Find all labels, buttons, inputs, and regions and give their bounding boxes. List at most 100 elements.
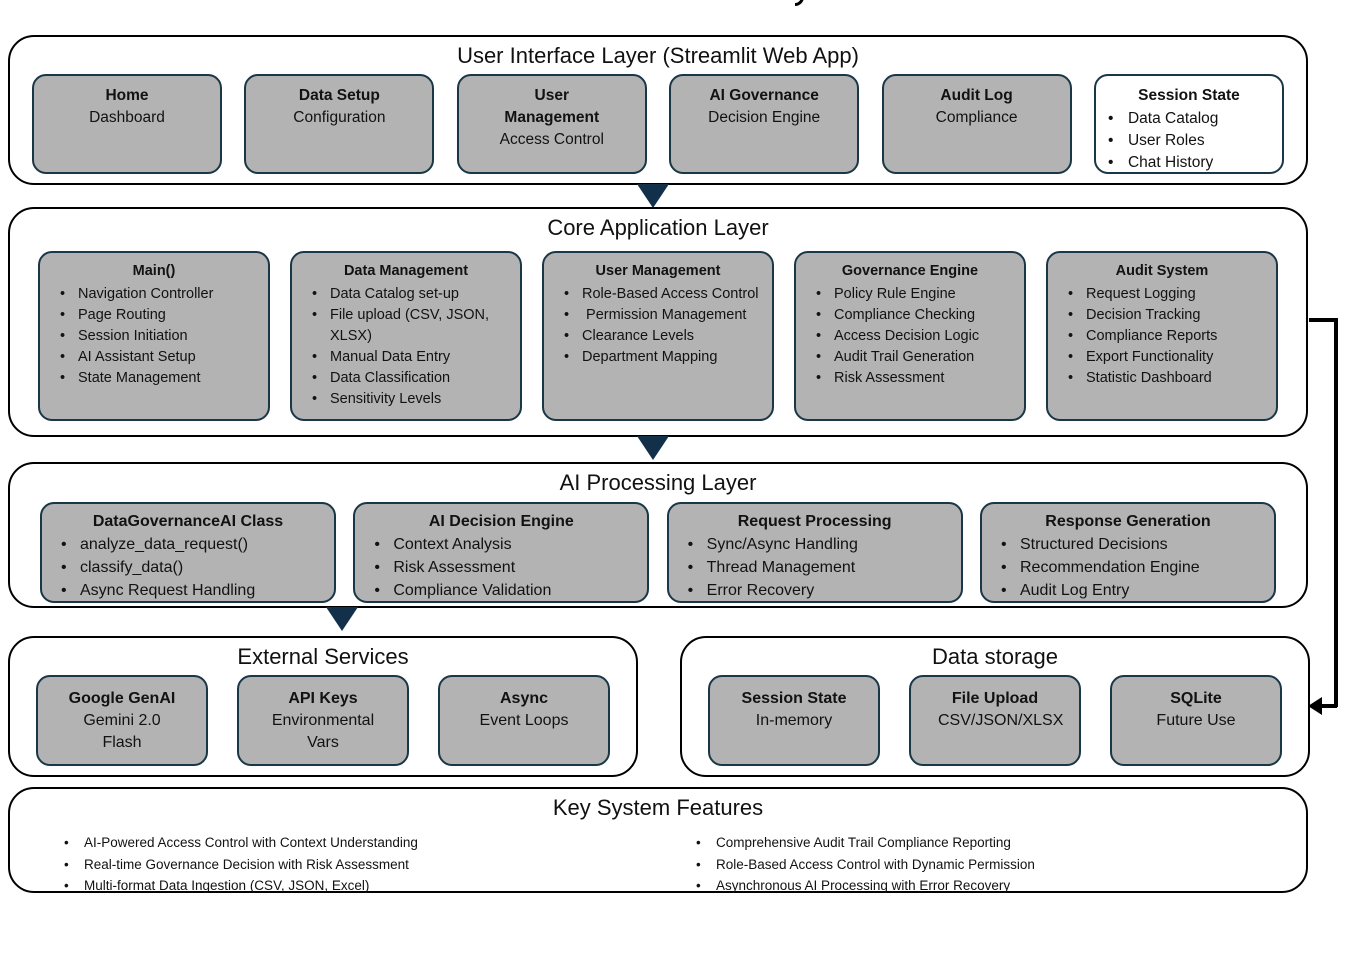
ai-box-request-processing-title: Request Processing: [737, 513, 892, 530]
ui-box-user-management-title: User Management: [504, 87, 600, 126]
storage-box-sqlite-subtitle: Future Use: [1156, 712, 1236, 729]
ai-layer-title: AI Processing Layer: [559, 470, 757, 495]
external-box-async-subtitle: Event Loops: [479, 712, 569, 729]
bullet-item: Data Catalog set-up: [304, 284, 508, 305]
ai-box-datagovernanceai-items: analyze_data_request()classify_data()Asy…: [56, 533, 320, 602]
key-features-title: Key System Features: [552, 795, 764, 820]
ui-layer-container: User Interface Layer (Streamlit Web App)…: [8, 35, 1308, 185]
data-storage-container: Data storage Session State In-memory Fil…: [680, 636, 1310, 777]
bullet-item: Access Decision Logic: [808, 326, 1012, 347]
ui-box-audit-log-title: Audit Log: [940, 87, 1013, 104]
down-arrow-ui-to-core: [637, 184, 669, 208]
bullet-item: Session Initiation: [52, 326, 256, 347]
key-features-container: Key System Features AI-Powered Access Co…: [8, 787, 1308, 896]
ai-box-request-processing: Request Processing Sync/Async HandlingTh…: [666, 502, 963, 603]
bullet-item: File upload (CSV, JSON, XLSX): [304, 305, 508, 347]
bullet-item: Audit Trail Generation: [808, 347, 1012, 368]
ai-box-decision-engine-title: AI Decision Engine: [428, 513, 574, 530]
bullet-item: Risk Assessment: [808, 368, 1012, 389]
external-box-async-title: Async: [499, 690, 549, 707]
core-box-governance-engine-title: Governance Engine: [841, 263, 979, 279]
storage-box-session-state-title: Session State: [741, 690, 847, 707]
bullet-item: Asynchronous AI Processing with Error Re…: [690, 875, 1306, 897]
data-storage-box-row: Session State In-memory File Upload CSV/…: [682, 675, 1308, 766]
storage-box-file-upload-subtitle: CSV/JSON/XLSX: [938, 712, 1064, 729]
bullet-item: Error Recovery: [683, 579, 947, 602]
ai-box-decision-engine: AI Decision Engine Context AnalysisRisk …: [353, 502, 650, 603]
ai-layer-container: AI Processing Layer DataGovernanceAI Cla…: [8, 462, 1308, 608]
bullet-item: Department Mapping: [556, 347, 760, 368]
bullet-item: Navigation Controller: [52, 284, 256, 305]
ui-box-audit-log: Audit Log Compliance: [881, 74, 1072, 174]
core-layer-container: Core Application Layer Main() Navigation…: [8, 207, 1308, 437]
core-box-audit-system-title: Audit System: [1115, 263, 1209, 279]
core-box-user-management-items: Role-Based Access Control Permission Man…: [556, 284, 760, 368]
core-box-user-management-title: User Management: [595, 263, 721, 279]
key-features-right-list: Comprehensive Audit Trail Compliance Rep…: [690, 832, 1306, 897]
ui-box-data-setup-title: Data Setup: [298, 87, 380, 104]
ui-layer-box-row: Home Dashboard Data Setup Configuration …: [10, 74, 1306, 174]
down-arrow-ai-to-external: [326, 607, 358, 631]
ui-box-ai-governance-subtitle: Decision Engine: [708, 109, 821, 126]
connector-core-to-storage-segment-top: [1309, 318, 1337, 322]
ai-box-datagovernanceai: DataGovernanceAI Class analyze_data_requ…: [40, 502, 336, 603]
bullet-item: Statistic Dashboard: [1060, 368, 1264, 389]
ui-box-data-setup-subtitle: Configuration: [293, 109, 386, 126]
down-arrow-core-to-ai: [637, 436, 669, 460]
bullet-item: Data Catalog: [1096, 108, 1282, 130]
bullet-item: Chat History: [1096, 152, 1282, 174]
core-box-data-management-items: Data Catalog set-upFile upload (CSV, JSO…: [304, 284, 508, 410]
ai-box-decision-engine-items: Context AnalysisRisk AssessmentComplianc…: [369, 533, 633, 602]
core-box-main: Main() Navigation ControllerPage Routing…: [38, 251, 270, 421]
ui-box-ai-governance-title: AI Governance: [709, 87, 819, 104]
bullet-item: Sync/Async Handling: [683, 533, 947, 556]
ui-layer-title: User Interface Layer (Streamlit Web App): [457, 43, 859, 68]
connector-core-to-storage-segment-vertical: [1334, 318, 1338, 707]
cropped-title-text-fragment: [795, 0, 804, 6]
bullet-item: Permission Management: [556, 305, 760, 326]
core-box-audit-system-items: Request LoggingDecision TrackingComplian…: [1060, 284, 1264, 389]
ai-box-response-generation: Response Generation Structured Decisions…: [979, 502, 1276, 603]
core-box-audit-system: Audit System Request LoggingDecision Tra…: [1046, 251, 1278, 421]
core-layer-title: Core Application Layer: [547, 215, 769, 240]
ui-box-user-management: User Management Access Control: [456, 74, 647, 174]
storage-box-session-state: Session State In-memory: [708, 675, 880, 766]
bullet-item: Request Logging: [1060, 284, 1264, 305]
external-box-api-keys: API Keys Environmental Vars: [237, 675, 409, 766]
ui-box-user-management-subtitle: Access Control: [499, 131, 604, 148]
connector-core-to-storage-segment-bottom: [1320, 704, 1337, 708]
external-box-google-genai-title: Google GenAI: [68, 690, 176, 707]
core-box-user-management: User Management Role-Based Access Contro…: [542, 251, 774, 421]
external-box-async: Async Event Loops: [438, 675, 610, 766]
bullet-item: Decision Tracking: [1060, 305, 1264, 326]
storage-box-session-state-subtitle: In-memory: [755, 712, 833, 729]
bullet-item: Policy Rule Engine: [808, 284, 1012, 305]
bullet-item: Export Functionality: [1060, 347, 1264, 368]
ui-box-home-subtitle: Dashboard: [89, 109, 165, 126]
storage-box-sqlite: SQLite Future Use: [1110, 675, 1282, 766]
key-features-left-list: AI-Powered Access Control with Context U…: [58, 832, 628, 897]
connector-left-arrowhead: [1308, 697, 1322, 715]
bullet-item: State Management: [52, 368, 256, 389]
core-box-governance-engine-items: Policy Rule EngineCompliance CheckingAcc…: [808, 284, 1012, 389]
storage-box-sqlite-title: SQLite: [1170, 690, 1222, 707]
ui-box-home-title: Home: [105, 87, 149, 104]
bullet-item: Compliance Reports: [1060, 326, 1264, 347]
bullet-item: Thread Management: [683, 556, 947, 579]
ui-box-home: Home Dashboard: [32, 74, 222, 174]
external-services-box-row: Google GenAI Gemini 2.0 Flash API Keys E…: [10, 675, 636, 766]
core-box-data-management-title: Data Management: [343, 263, 469, 279]
key-features-right-column: Comprehensive Audit Trail Compliance Rep…: [628, 832, 1306, 897]
core-layer-box-row: Main() Navigation ControllerPage Routing…: [10, 251, 1306, 421]
external-box-google-genai: Google GenAI Gemini 2.0 Flash: [36, 675, 208, 766]
core-box-governance-engine: Governance Engine Policy Rule EngineComp…: [794, 251, 1026, 421]
key-features-columns: AI-Powered Access Control with Context U…: [10, 832, 1306, 897]
bullet-item: Risk Assessment: [369, 556, 633, 579]
bullet-item: Manual Data Entry: [304, 347, 508, 368]
key-features-left-column: AI-Powered Access Control with Context U…: [10, 832, 628, 897]
bullet-item: Compliance Checking: [808, 305, 1012, 326]
bullet-item: Real-time Governance Decision with Risk …: [58, 854, 628, 876]
storage-box-file-upload: File Upload CSV/JSON/XLSX: [909, 675, 1081, 766]
bullet-item: Page Routing: [52, 305, 256, 326]
